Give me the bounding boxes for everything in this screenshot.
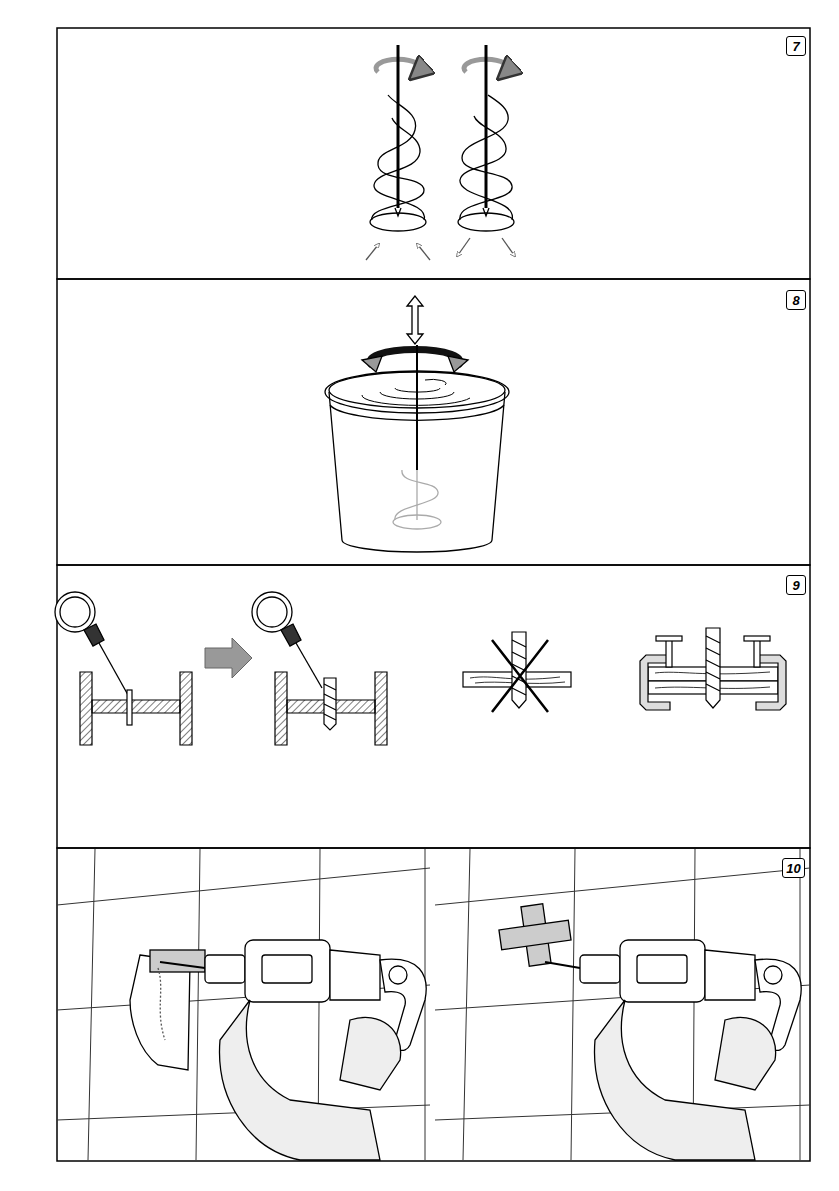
paddle-coil <box>460 95 512 220</box>
paddle-ring <box>458 213 514 231</box>
sequence-arrow <box>205 638 252 678</box>
drill-left <box>130 940 426 1160</box>
panel-frame <box>57 28 810 279</box>
paddle-ring <box>370 213 426 231</box>
rotation-head <box>448 356 468 372</box>
rotation-band <box>370 349 460 365</box>
flow-arrow <box>366 245 378 260</box>
callout-number: 9 <box>786 575 806 595</box>
up-down-arrow <box>407 296 423 344</box>
paddle-coil <box>460 116 512 220</box>
callout-number: 10 <box>782 858 805 878</box>
panel-frame <box>57 848 810 1161</box>
drill-right <box>499 904 801 1160</box>
callout-text: 10 <box>786 861 800 876</box>
oil-can <box>60 597 90 627</box>
callout-text: 9 <box>792 578 799 593</box>
tile-wall <box>57 849 810 1160</box>
chuck <box>205 955 245 983</box>
gloved-hand <box>340 1017 401 1090</box>
flow-arrow <box>502 238 514 255</box>
flow-arrow <box>418 245 430 260</box>
ripples <box>362 379 470 405</box>
panel-frame <box>57 279 810 565</box>
flow-arrow <box>458 238 470 255</box>
submerged-paddle <box>393 470 441 529</box>
bucket-mixing <box>325 296 509 552</box>
spout <box>99 643 128 695</box>
shaft-tip <box>483 208 489 216</box>
i-beam-left <box>80 672 192 745</box>
mixing-paddle-left <box>366 45 430 260</box>
nozzle <box>84 624 104 646</box>
mixing-paddle-right <box>458 45 514 255</box>
rotation-head <box>362 356 382 372</box>
callout-number: 7 <box>786 36 806 56</box>
callout-number: 8 <box>786 290 806 310</box>
panel-frame <box>57 565 810 848</box>
shaft-tip <box>395 208 401 216</box>
paddle-coil <box>374 118 424 220</box>
panel-frames <box>57 28 810 1161</box>
clamped-wood <box>640 628 786 710</box>
callout-text: 7 <box>792 39 799 54</box>
oil-can <box>55 592 95 632</box>
motor-housing <box>245 940 330 1002</box>
i-beam-right <box>275 672 387 745</box>
paddle-coil <box>372 95 424 220</box>
tape <box>499 920 571 950</box>
callout-text: 8 <box>792 293 799 308</box>
shaft <box>416 345 418 470</box>
unclamped-wood <box>463 632 571 712</box>
cross-mark <box>492 640 548 712</box>
